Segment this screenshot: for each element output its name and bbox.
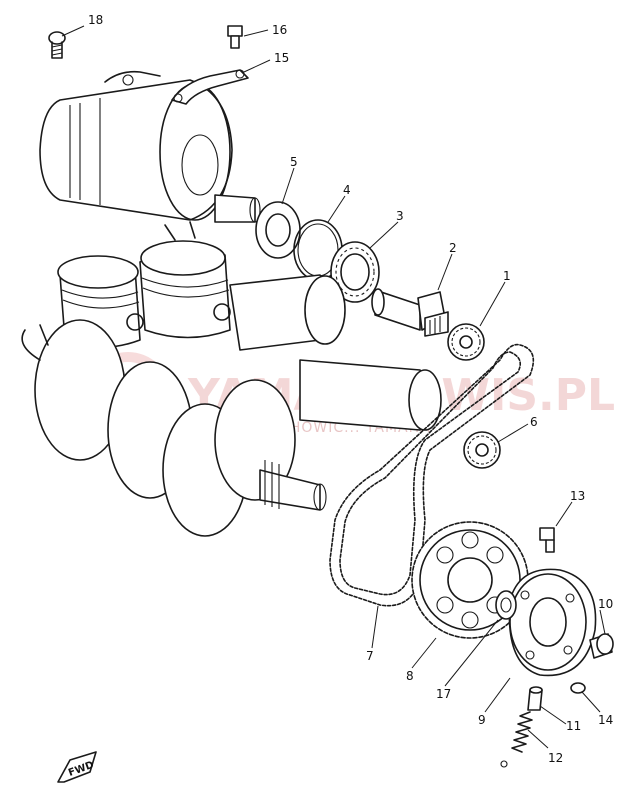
cap-14 [570,682,586,694]
callout-9: 9 [478,713,486,727]
bolt-13 [539,527,555,553]
callout-16: 16 [272,23,287,37]
bracket [171,69,249,105]
fwd-arrow-icon: FWD [57,751,97,783]
roller-10 [589,633,614,659]
callout-labels: 18 16 15 5 4 3 2 1 6 13 10 7 8 17 9 11 1… [88,13,613,765]
drive-chain [329,343,535,607]
callout-6: 6 [530,415,538,429]
drive-sprocket [447,323,485,361]
starter-motor [39,70,261,241]
callout-7: 7 [366,649,374,663]
bolt-16 [227,25,243,49]
leader-lines [61,25,606,749]
callout-15: 15 [274,51,289,65]
crankshaft [21,274,442,537]
bearing [330,241,380,303]
starter-clutch [508,568,597,677]
plunger-11 [527,686,543,711]
idler-sprocket [463,431,501,469]
spring-12 [500,711,533,768]
washer-17 [495,590,517,620]
callout-2: 2 [449,241,457,255]
callout-11: 11 [566,719,581,733]
callout-14: 14 [598,713,613,727]
callout-12: 12 [548,751,563,765]
screw-18 [48,31,66,59]
callout-1: 1 [503,269,511,283]
callout-17: 17 [436,687,451,701]
callout-13: 13 [570,489,585,503]
callout-8: 8 [406,669,414,683]
idler-shaft [371,288,449,337]
callout-10: 10 [598,597,613,611]
callout-5: 5 [290,155,298,169]
oil-seal [255,201,301,259]
callout-3: 3 [396,209,404,223]
callout-18: 18 [88,13,103,27]
callout-4: 4 [343,183,351,197]
